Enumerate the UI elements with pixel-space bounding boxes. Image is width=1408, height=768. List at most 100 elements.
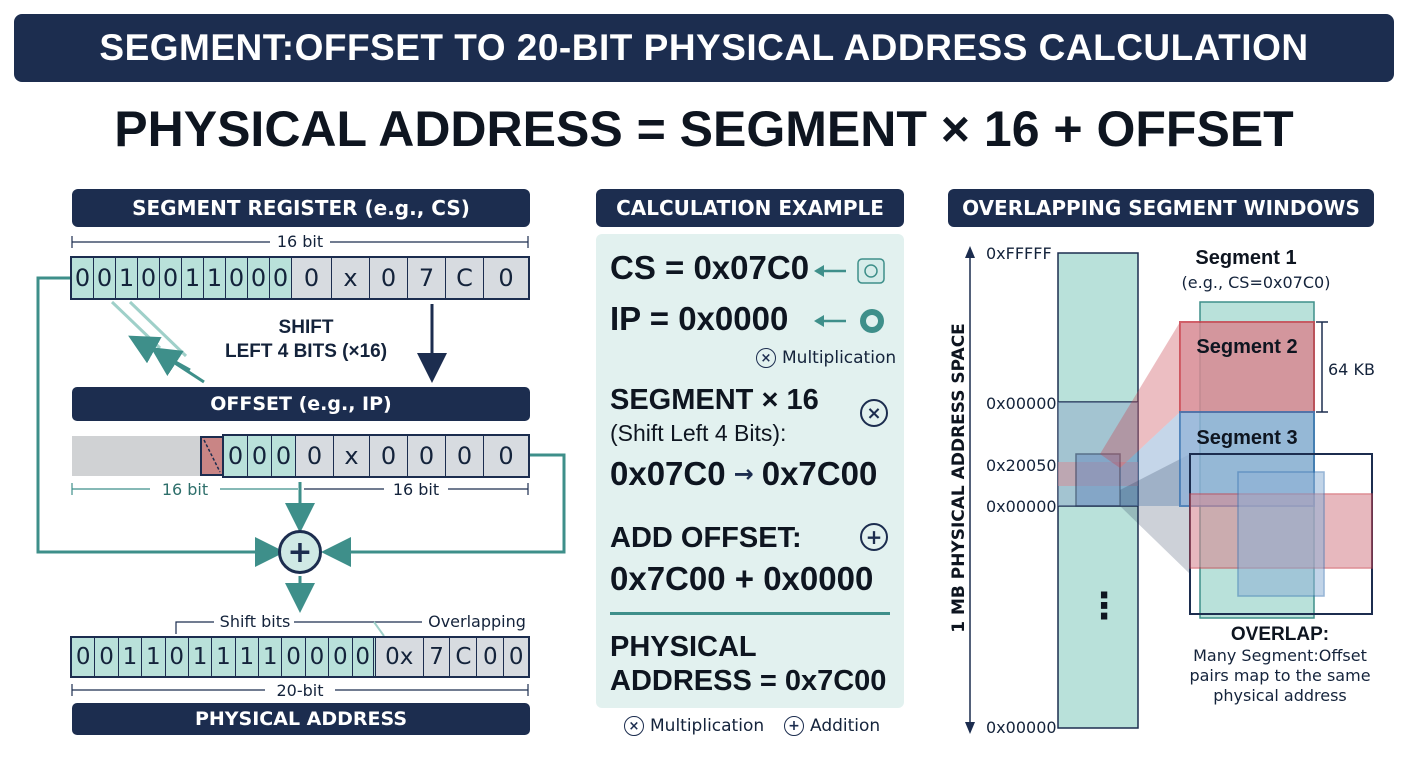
segment-1-subtitle: (e.g., CS=0x07C0) — [1181, 273, 1331, 292]
mult-note: × Multiplication — [756, 348, 896, 368]
physical-address-header: PHYSICAL ADDRESS — [72, 703, 530, 735]
offset-width-right: 16 bit — [384, 480, 448, 499]
legend-addition: + Addition — [784, 716, 880, 736]
segment-bit: 0 — [248, 258, 270, 298]
result-bit: 0 — [95, 638, 119, 676]
addr-marker-c: 0x00000 — [986, 497, 1057, 516]
boundary-slash-icon — [203, 439, 221, 473]
offset-bit: 0 — [272, 436, 296, 476]
offset-boundary-marker — [200, 436, 224, 476]
result-width-label: 20-bit — [265, 681, 335, 700]
offset-bit: 0 — [224, 436, 248, 476]
offset-hex-digit: 0 — [408, 436, 446, 476]
cs-source-icon — [814, 258, 885, 284]
offset-register-row: 0 0 0 0 x 0 0 0 0 — [222, 434, 530, 478]
result-bit: 0 — [165, 638, 189, 676]
shift-result-line: 0x07C0 → 0x7C00 — [610, 455, 878, 492]
overlapping-label: Overlapping — [428, 612, 526, 631]
result-hex-digit: C — [450, 638, 478, 676]
addr-marker-b: 0x20050 — [986, 456, 1057, 475]
addr-top: 0xFFFFF — [986, 244, 1052, 263]
divider — [610, 612, 890, 615]
result-bit: 1 — [259, 638, 283, 676]
result-bit: 0 — [352, 638, 376, 676]
offset-hex-digit: 0 — [370, 436, 408, 476]
result-bit: 1 — [142, 638, 166, 676]
multiply-step-icon: × — [860, 399, 888, 427]
segment-bit: 0 — [160, 258, 182, 298]
ip-source-gear-icon — [814, 309, 884, 333]
addr-bottom: 0x00000 — [986, 718, 1057, 737]
offset-header: OFFSET (e.g., IP) — [72, 387, 530, 421]
segment-width-label: 16 bit — [270, 232, 330, 251]
segment-hex-digit: C — [446, 258, 484, 298]
offset-bit: 0 — [248, 436, 272, 476]
ip-value-line: IP = 0x0000 — [610, 300, 789, 337]
segment-3-title: Segment 3 — [1196, 427, 1298, 449]
formula-heading: PHYSICAL ADDRESS = SEGMENT × 16 + OFFSET — [114, 101, 1294, 157]
segment-bit: 0 — [270, 258, 292, 298]
result-bit: 0 — [329, 638, 353, 676]
segment-bit: 0 — [94, 258, 116, 298]
physical-address-result: PHYSICAL ADDRESS = 0x7C00 — [610, 631, 887, 697]
segment-register-row: 0 0 1 0 0 1 1 0 0 0 0 x 0 7 C 0 — [70, 256, 530, 300]
shift-label: SHIFT LEFT 4 BITS (×16) — [224, 317, 388, 362]
address-space-axis-label: 1 MB PHYSICAL ADDRESS SPACE — [949, 323, 970, 633]
shift-bits-label: Shift bits — [219, 612, 291, 631]
add-offset-line: ADD OFFSET: — [610, 522, 802, 554]
segment-bit: 1 — [182, 258, 204, 298]
segment-size-label: 64 KB — [1328, 360, 1375, 379]
result-bit: 0 — [72, 638, 96, 676]
result-bit: 1 — [212, 638, 236, 676]
cs-value-line: CS = 0x07C0 — [610, 249, 810, 286]
offset-width-left: 16 bit — [150, 480, 220, 499]
segment-hex-digit: x — [332, 258, 370, 298]
result-bit: 0 — [282, 638, 306, 676]
adder-icon: + — [278, 530, 322, 574]
add-expression-line: 0x7C00 + 0x0000 — [610, 560, 874, 597]
segment-bit: 1 — [116, 258, 138, 298]
result-hex-digit: 7 — [423, 638, 451, 676]
result-hex-digit: 0x — [375, 638, 424, 676]
segment-hex-digit: 0 — [484, 258, 528, 298]
page-title-bar: SEGMENT:OFFSET TO 20-BIT PHYSICAL ADDRES… — [14, 14, 1394, 82]
arrow-right-icon: → — [733, 460, 754, 488]
result-bit: 0 — [305, 638, 330, 676]
overlap-note: OVERLAP: Many Segment:Offset pairs map t… — [1189, 624, 1371, 705]
segment-hex-digit: 0 — [370, 258, 408, 298]
calculation-example-header: CALCULATION EXAMPLE — [596, 189, 904, 227]
ellipsis-icon: ⋮ — [1086, 586, 1122, 627]
multiply-icon: × — [756, 348, 776, 368]
offset-padding — [72, 436, 202, 476]
offset-hex-digit: 0 — [446, 436, 484, 476]
offset-hex-digit: x — [334, 436, 370, 476]
result-bit: 1 — [235, 638, 259, 676]
calculation-panel — [596, 234, 904, 708]
add-icon: + — [784, 716, 804, 736]
segment-bit: 1 — [204, 258, 226, 298]
result-hex-digit: 0 — [477, 638, 505, 676]
segment-times-16-line: SEGMENT × 16 — [610, 384, 819, 416]
offset-hex-digit: 0 — [296, 436, 334, 476]
segment-hex-digit: 7 — [408, 258, 446, 298]
result-hex-digit: 0 — [504, 638, 529, 676]
addr-marker-a: 0x00000 — [986, 394, 1057, 413]
segment-bit: 0 — [72, 258, 94, 298]
segment-1-title: Segment 1 — [1195, 247, 1297, 269]
page-title: SEGMENT:OFFSET TO 20-BIT PHYSICAL ADDRES… — [99, 27, 1309, 68]
segment-hex-digit: 0 — [292, 258, 332, 298]
offset-hex-digit: 0 — [484, 436, 528, 476]
segment-bit: 0 — [226, 258, 248, 298]
physical-address-row: 0 0 1 1 0 1 1 1 1 0 0 0 0 0x 7 C 0 0 — [70, 636, 530, 678]
segment-2-title: Segment 2 — [1196, 336, 1298, 358]
shift-explanation-line: (Shift Left 4 Bits): — [610, 420, 787, 446]
overlapping-windows-header: OVERLAPPING SEGMENT WINDOWS — [948, 189, 1374, 227]
result-bit: 1 — [188, 638, 213, 676]
segment-bit: 0 — [138, 258, 160, 298]
multiply-icon: × — [624, 716, 644, 736]
add-step-icon: + — [860, 523, 888, 551]
segment-windows-diagram — [965, 246, 1373, 734]
result-bit: 1 — [118, 638, 143, 676]
segment-register-header: SEGMENT REGISTER (e.g., CS) — [72, 189, 530, 227]
